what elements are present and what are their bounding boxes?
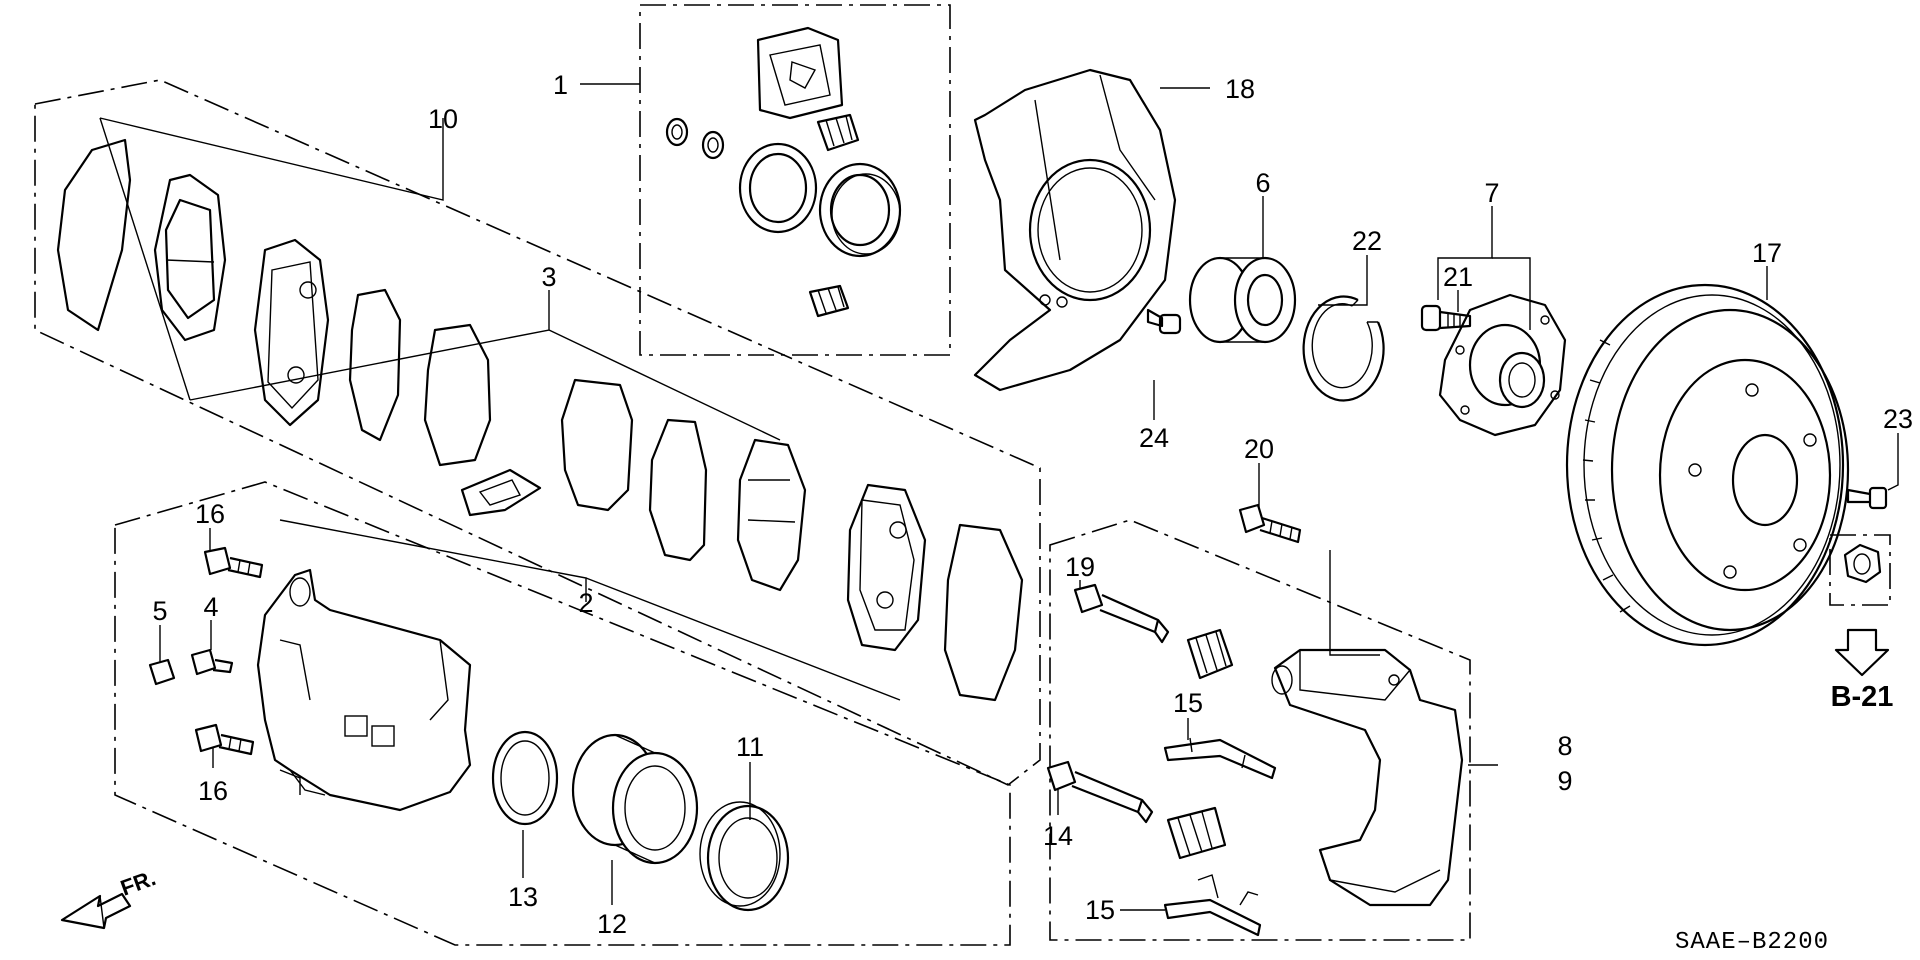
callout-22: 22 [1352, 226, 1382, 256]
piston-boot [699, 801, 790, 912]
callout-23: 23 [1883, 404, 1913, 434]
callout-18: 18 [1225, 74, 1255, 104]
brake-disc [1565, 283, 1850, 647]
callout-2: 2 [578, 588, 593, 618]
guide-pin-upper [1073, 583, 1170, 644]
shield-bolt [1146, 308, 1182, 335]
callout-8: 8 [1557, 731, 1572, 761]
diagram-code: SAAE–B2200 [1675, 929, 1829, 956]
caliper-bolt-lower [194, 723, 255, 756]
callout-13: 13 [508, 882, 538, 912]
piston-seal [491, 730, 559, 826]
caliper-body [256, 568, 472, 812]
callout-16-lower: 16 [198, 776, 228, 806]
disc-screw [1846, 486, 1888, 510]
callout-15-upper: 15 [1173, 688, 1203, 718]
reference-arrow-icon [1834, 628, 1890, 677]
seal-kit [665, 26, 902, 318]
callout-20: 20 [1244, 434, 1274, 464]
brake-pads-set [56, 138, 1024, 702]
spindle-nut [1843, 543, 1882, 584]
callout-3: 3 [541, 262, 556, 292]
callout-15-lower: 15 [1085, 895, 1115, 925]
pad-retainer-upper [1163, 737, 1277, 780]
callout-17: 17 [1752, 238, 1782, 268]
pin-boot-lower [1166, 806, 1227, 860]
leader-lines [99, 83, 1899, 911]
bracket-group-box [1049, 519, 1471, 941]
seal-kit-group-box [639, 4, 951, 356]
wheel-hub [1438, 293, 1567, 437]
callout-9: 9 [1557, 766, 1572, 796]
callout-16-upper: 16 [195, 499, 225, 529]
hub-bolt [1420, 304, 1472, 332]
caliper-group-box [114, 481, 1011, 946]
callout-12: 12 [597, 909, 627, 939]
arrow-shading [99, 895, 105, 929]
callout-14: 14 [1043, 821, 1073, 851]
callout-19: 19 [1065, 552, 1095, 582]
front-label: FR. [117, 865, 159, 901]
caliper-bracket [1271, 648, 1464, 907]
splash-shield [973, 68, 1177, 392]
callout-11: 11 [736, 732, 764, 762]
caliper-bolt-upper [203, 546, 264, 579]
callout-4: 4 [203, 592, 218, 622]
callout-10: 10 [428, 104, 458, 134]
pin-boot-upper [1186, 628, 1234, 680]
callout-7: 7 [1484, 178, 1499, 208]
bleeder-cap [148, 658, 176, 686]
callout-24: 24 [1139, 423, 1169, 453]
callout-6: 6 [1255, 168, 1270, 198]
piston [571, 733, 699, 865]
callout-21: 21 [1443, 262, 1473, 292]
bleeder-screw [190, 648, 234, 676]
snap-ring [1302, 295, 1385, 402]
bracket-bolt [1238, 503, 1302, 544]
guide-pin-lower [1046, 760, 1154, 824]
callout-5: 5 [152, 596, 167, 626]
pad-retainer-lower [1163, 874, 1262, 937]
pad-set-group-box [34, 79, 1041, 786]
front-direction-arrow-icon [60, 892, 132, 930]
wheel-bearing [1188, 256, 1297, 344]
page-reference-link[interactable]: B-21 [1831, 681, 1894, 713]
callout-1: 1 [553, 70, 568, 100]
